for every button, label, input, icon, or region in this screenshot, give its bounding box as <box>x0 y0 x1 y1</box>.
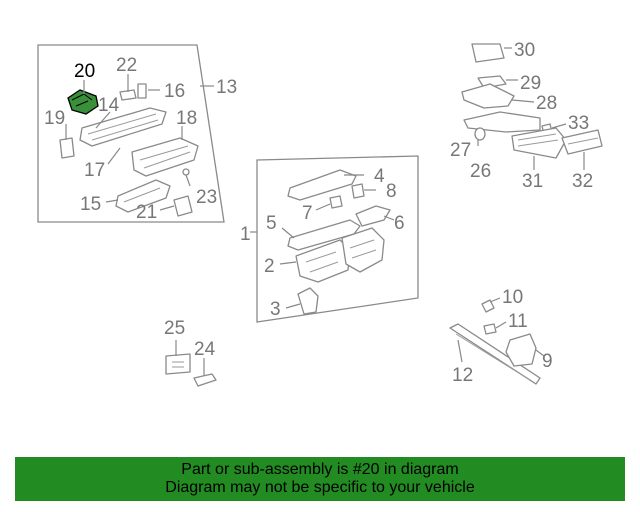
part-10[interactable] <box>481 299 495 313</box>
callout-9: 9 <box>542 351 553 372</box>
part-22[interactable] <box>119 89 137 101</box>
callout-2: 2 <box>264 256 275 277</box>
part-32[interactable] <box>561 129 603 155</box>
callout-3: 3 <box>270 299 281 320</box>
part-8[interactable] <box>351 183 365 199</box>
part-31[interactable] <box>511 127 567 159</box>
callout-7: 7 <box>302 203 313 224</box>
callout-15: 15 <box>80 194 101 215</box>
part-3[interactable] <box>297 287 319 315</box>
part-16[interactable] <box>137 83 147 99</box>
callout-5: 5 <box>266 213 277 234</box>
part-30[interactable] <box>471 43 505 63</box>
callout-16: 16 <box>164 81 185 102</box>
banner-line-2: Diagram may not be specific to your vehi… <box>165 479 475 496</box>
callout-21: 21 <box>136 202 157 223</box>
callout-29: 29 <box>520 73 541 94</box>
part-14[interactable] <box>79 107 167 147</box>
callout-25: 25 <box>164 318 185 339</box>
part-4[interactable] <box>287 169 357 201</box>
banner-line-1: Part or sub-assembly is #20 in diagram <box>181 461 459 478</box>
parts-diagram: 20 22 16 13 14 19 18 17 15 21 23 1 4 8 7… <box>37 40 603 387</box>
callout-12: 12 <box>452 365 473 386</box>
callout-4: 4 <box>374 166 385 187</box>
part-26[interactable] <box>474 127 486 141</box>
part-12[interactable] <box>449 323 541 385</box>
callout-24: 24 <box>194 339 216 360</box>
callout-26: 26 <box>470 161 491 182</box>
part-6[interactable] <box>355 205 391 227</box>
callout-20: 20 <box>74 61 95 82</box>
part-25[interactable] <box>165 353 191 375</box>
callout-8: 8 <box>386 181 397 202</box>
callout-22: 22 <box>116 55 137 76</box>
callout-6: 6 <box>394 213 405 234</box>
part-11[interactable] <box>483 323 497 335</box>
callout-33: 33 <box>568 113 589 134</box>
part-21[interactable] <box>173 195 193 217</box>
callout-11: 11 <box>508 311 528 332</box>
callout-14: 14 <box>98 95 120 116</box>
part-2[interactable] <box>295 239 351 283</box>
callout-32: 32 <box>572 171 593 192</box>
leader-lines <box>65 47 585 376</box>
part-7[interactable] <box>329 195 343 209</box>
callout-13: 13 <box>216 77 237 98</box>
part-23[interactable] <box>182 168 190 176</box>
info-banner: Part or sub-assembly is #20 in diagram D… <box>15 457 625 501</box>
callout-23: 23 <box>196 187 217 208</box>
callout-labels: 20 22 16 13 14 19 18 17 15 21 23 1 4 8 7… <box>44 40 593 386</box>
callout-27: 27 <box>450 140 471 161</box>
part-9[interactable] <box>505 333 537 367</box>
callout-30: 30 <box>514 40 535 61</box>
callout-19: 19 <box>44 108 65 129</box>
part-15[interactable] <box>115 179 171 213</box>
part-27[interactable] <box>463 111 541 133</box>
part-19[interactable] <box>59 137 75 159</box>
part-28[interactable] <box>461 83 515 109</box>
callout-1: 1 <box>240 224 251 245</box>
callout-31: 31 <box>522 171 543 192</box>
part-1-assembly[interactable] <box>341 227 385 273</box>
callout-10: 10 <box>502 287 523 308</box>
callout-18: 18 <box>176 108 197 129</box>
callout-17: 17 <box>84 160 105 181</box>
part-24[interactable] <box>193 373 217 387</box>
part-18[interactable] <box>131 137 199 177</box>
callout-28: 28 <box>536 93 557 114</box>
